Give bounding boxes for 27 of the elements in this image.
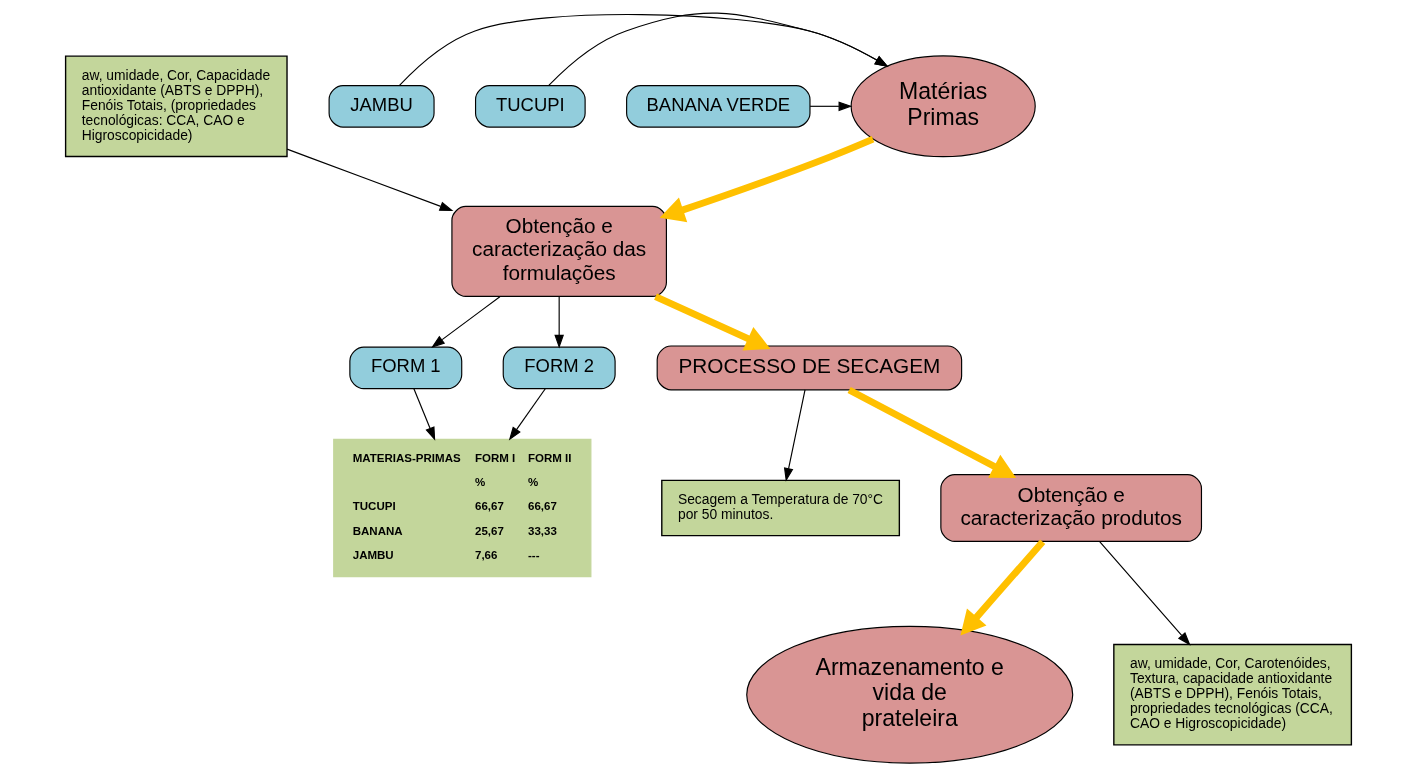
arrow	[783, 389, 806, 482]
node-ellipse: Armazenamento e vida de prateleira	[746, 625, 1074, 764]
node-box: FORM 2	[502, 346, 616, 390]
node-box: aw, umidade, Cor, Capacidade antioxidante (ABTS e DPPH), Fenóis Totais, (propriedades tecnológicas: CCA, CAO e Higroscopicidade)	[64, 55, 288, 158]
node-box: PROCESSO DE SECAGEM	[656, 345, 963, 391]
node-box: TUCUPI	[475, 84, 586, 128]
arrow	[654, 293, 771, 351]
arrow	[286, 148, 454, 212]
arrow	[1099, 541, 1191, 646]
node-box: aw, umidade, Cor, Carotenóides, Textura, capacidade antioxidante (ABTS e DPPH), Fenóis Totais, propriedades tecnológicas (CCA, CAO e Higroscopicidade)	[1113, 643, 1353, 746]
arrow	[659, 136, 875, 223]
node-box: MATERIAS-PRIMAS FORM I FORM II % % TUCUPI 66,67 66,67 BANANA 25,67 33,33 JAMBU 7,66 ---	[333, 438, 592, 578]
arrow	[960, 539, 1046, 636]
node-box: JAMBU	[328, 84, 435, 128]
arrow	[508, 388, 546, 441]
node-box: Secagem a Temperatura de 70°C por 50 minutos.	[661, 479, 901, 537]
arrow	[809, 101, 853, 112]
arrow	[413, 388, 436, 441]
node-box: BANANA VERDE	[626, 84, 811, 128]
arrow	[398, 14, 889, 86]
node-box: Obtenção e caracterização das formulações	[451, 205, 667, 297]
arrow	[431, 296, 501, 348]
arrow	[847, 386, 1017, 478]
arrow	[554, 296, 564, 349]
node-box: FORM 1	[349, 346, 463, 390]
arrow	[548, 12, 889, 86]
node-box: Obtenção e caracterização produtos	[940, 474, 1203, 542]
